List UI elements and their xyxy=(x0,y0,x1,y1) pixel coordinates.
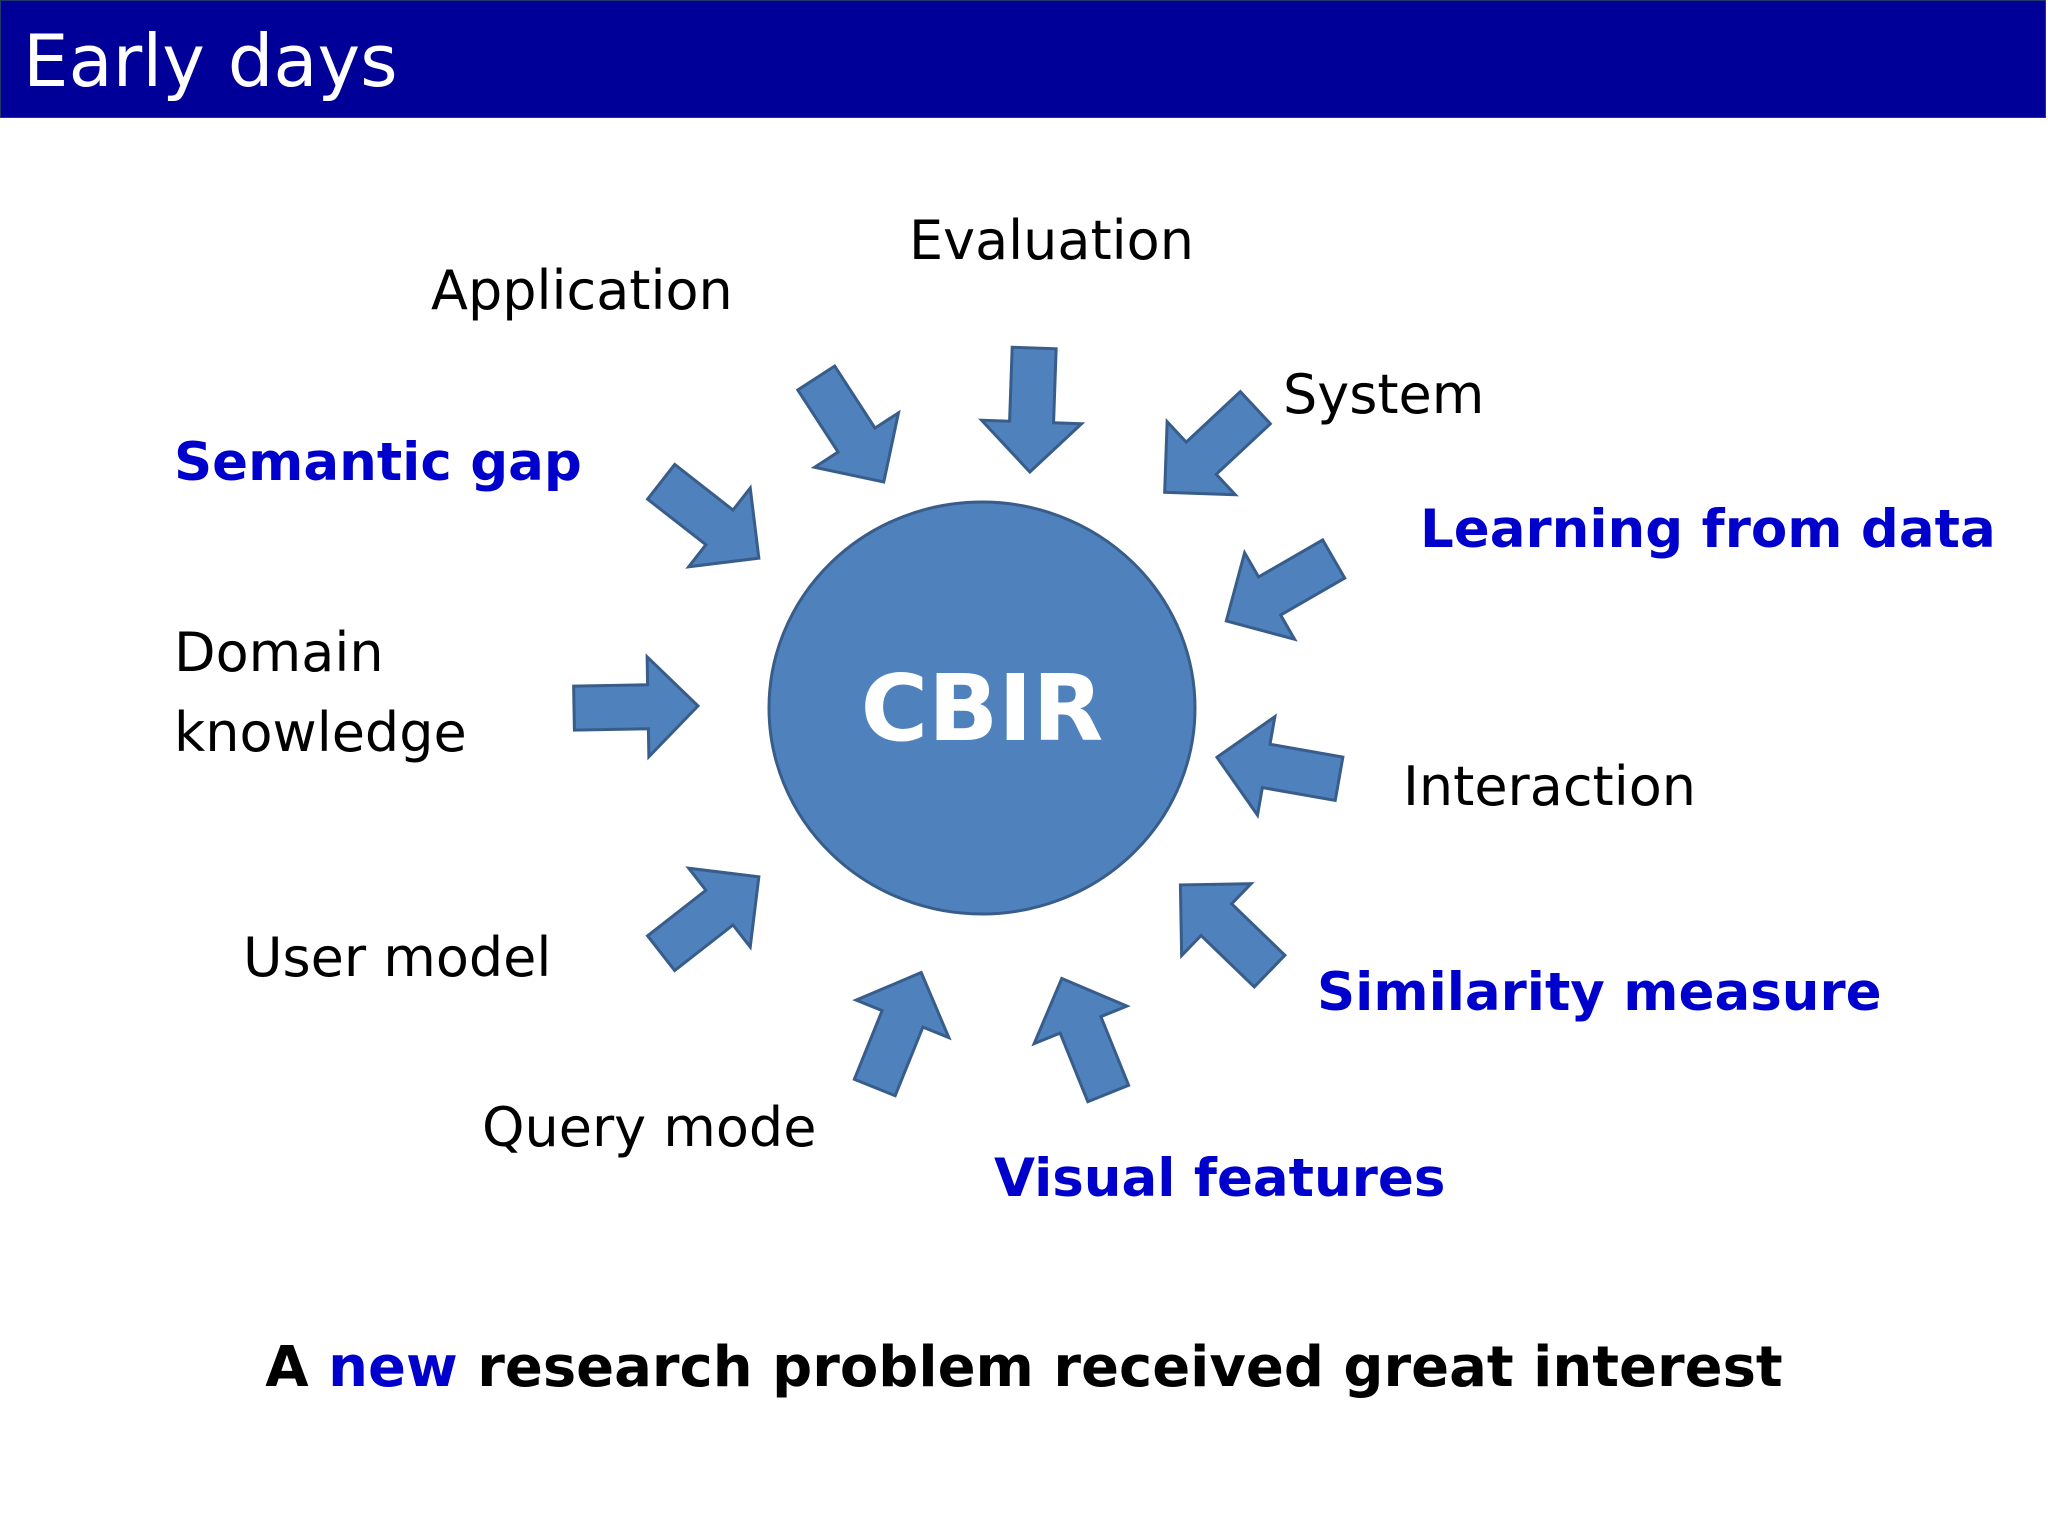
arrow-interaction xyxy=(1206,706,1350,830)
arrow-semantic-gap xyxy=(628,440,792,600)
topic-learning-from-data: Learning from data xyxy=(1420,499,1996,560)
topic-user-model: User model xyxy=(243,926,552,989)
title-bar: Early days xyxy=(0,0,2046,118)
arrow-evaluation xyxy=(978,344,1086,476)
topic-similarity-measure: Similarity measure xyxy=(1317,962,1882,1023)
arrow-system xyxy=(1129,369,1291,531)
arrow-learning-from-data xyxy=(1199,514,1361,666)
topic-query-mode: Query mode xyxy=(482,1096,817,1159)
arrow-user-model xyxy=(628,835,792,995)
arrow-query-mode xyxy=(826,952,970,1108)
arrow-domain-knowledge xyxy=(571,654,701,760)
topic-domain: Domain xyxy=(174,621,384,684)
cbir-circle xyxy=(767,500,1197,916)
topic-visual-features: Visual features xyxy=(994,1148,1446,1209)
footer-prefix: A xyxy=(265,1335,309,1400)
cbir-label: CBIR xyxy=(861,655,1104,762)
topic-application: Application xyxy=(431,259,733,322)
footer-caption: A new research problem received great in… xyxy=(0,1334,2048,1402)
topic-semantic-gap: Semantic gap xyxy=(174,432,582,493)
footer-suffix: research problem received great interest xyxy=(477,1335,1783,1400)
topic-evaluation: Evaluation xyxy=(909,209,1194,272)
footer-accent: new xyxy=(328,1335,458,1400)
topic-system: System xyxy=(1283,363,1485,426)
topic-knowledge: knowledge xyxy=(174,701,467,764)
arrow-similarity-measure xyxy=(1144,847,1306,1009)
arrow-application xyxy=(772,349,928,511)
topic-interaction: Interaction xyxy=(1403,755,1696,818)
slide-title: Early days xyxy=(23,19,398,103)
arrow-visual-features xyxy=(1013,958,1157,1114)
